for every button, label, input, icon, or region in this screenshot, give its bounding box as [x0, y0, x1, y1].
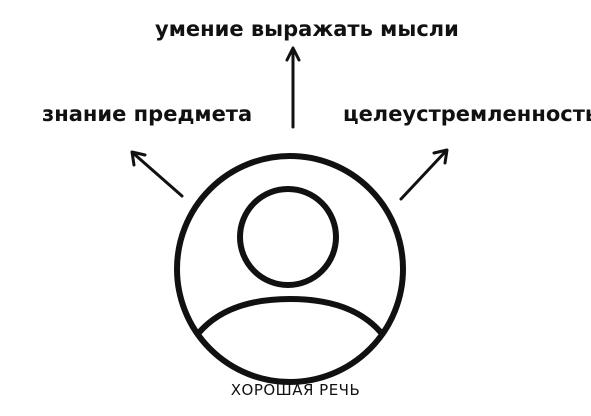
head-circle: [237, 186, 339, 288]
outer-circle: [174, 153, 406, 385]
arrow-right: [399, 148, 449, 201]
arrow-left: [130, 150, 184, 198]
arrow-top: [285, 46, 301, 129]
person-avatar-icon: [174, 153, 406, 385]
diagram-caption: ХОРОШАЯ РЕЧЬ: [230, 381, 361, 399]
shoulders-arc: [187, 295, 393, 348]
label-purposefulness: целеустремленность: [343, 102, 591, 126]
label-subject-knowledge: знание предмета: [42, 102, 253, 126]
label-expressing-thoughts: умение выражать мысли: [155, 17, 459, 41]
